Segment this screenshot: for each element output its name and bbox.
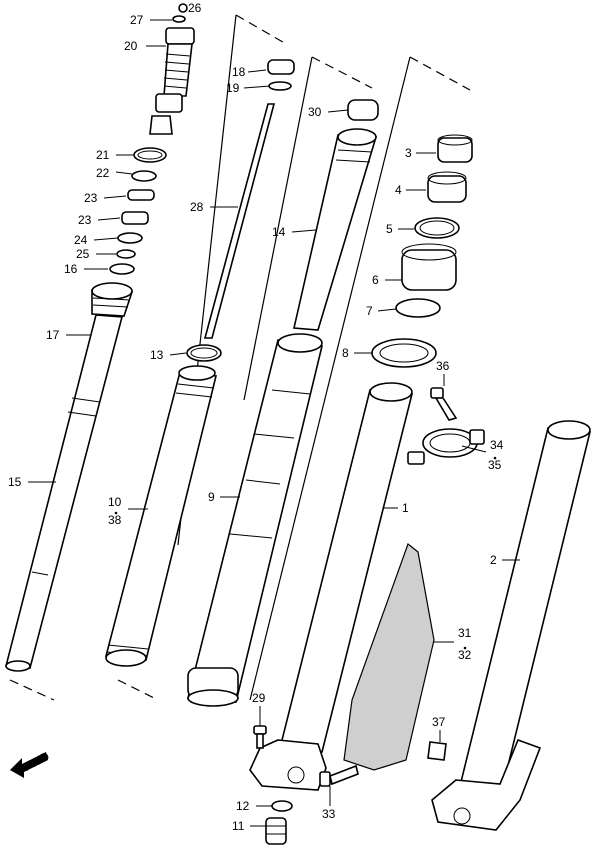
callout-4: 4 (395, 183, 402, 197)
callout-1: 1 (402, 501, 409, 515)
part-7-clip (395, 298, 441, 318)
callout-34: 34 (490, 438, 504, 452)
part-29-bolt (253, 725, 267, 749)
part-33-bolt (319, 764, 359, 787)
callout-22: 22 (96, 166, 110, 180)
part-18-collar (267, 59, 295, 75)
part-30-cap (347, 99, 379, 121)
part-17-cylinder-head (91, 282, 134, 317)
part-3-bushing (437, 134, 473, 163)
part-15-cartridge (4, 314, 124, 672)
callout-20: 20 (124, 39, 138, 53)
callout-5: 5 (386, 222, 393, 236)
part-20-cap-bolt (149, 27, 195, 135)
part-21-ring (133, 147, 167, 163)
callout-26: 26 (188, 1, 202, 15)
callout-16: 16 (64, 262, 78, 276)
part-22-ring (131, 170, 157, 182)
callout-28: 28 (190, 200, 204, 214)
group-frames (9, 14, 471, 701)
callout-24: 24 (74, 233, 88, 247)
callout-23b: 23 (78, 213, 92, 227)
part-14-guide (293, 128, 378, 331)
callout-33: 33 (322, 807, 336, 821)
callout-8: 8 (342, 346, 349, 360)
part-24-ring (117, 232, 143, 244)
callout-14: 14 (272, 225, 286, 239)
part-25-oring (116, 249, 136, 259)
callout-31: 31 (458, 626, 472, 640)
part-5-washer (414, 217, 460, 239)
part-23-bushing-b (121, 211, 149, 225)
callout-13: 13 (150, 348, 164, 362)
part-28-rod (203, 103, 276, 339)
callout-2: 2 (490, 553, 497, 567)
callout-separators (114, 456, 497, 650)
part-34-clamp (407, 428, 485, 465)
callout-30: 30 (308, 105, 322, 119)
leader-lines (28, 19, 520, 827)
callout-36: 36 (436, 359, 450, 373)
callout-18: 18 (232, 65, 246, 79)
part-9-inner-tube (186, 333, 323, 707)
part-36-bolt (430, 387, 458, 421)
part-8-dust-seal (371, 338, 437, 368)
callout-3: 3 (405, 146, 412, 160)
callout-7: 7 (366, 304, 373, 318)
callout-29: 29 (252, 691, 266, 705)
callout-15: 15 (8, 475, 22, 489)
fwd-arrow-icon: FWD (10, 749, 52, 778)
part-11-drain-bolt (265, 817, 287, 845)
callout-32: 32 (458, 648, 472, 662)
callout-25: 25 (76, 247, 90, 261)
callout-6: 6 (372, 273, 379, 287)
part-16-ring (109, 263, 135, 275)
part-26-screw (178, 3, 188, 13)
callout-23a: 23 (84, 191, 98, 205)
part-2-outer-tube (431, 420, 591, 831)
part-13-ring (186, 344, 222, 362)
callout-38: 38 (108, 513, 122, 527)
callout-21: 21 (96, 148, 110, 162)
part-37-bracket (427, 741, 447, 761)
callout-19: 19 (226, 81, 240, 95)
part-12-gasket (271, 800, 293, 812)
callout-17: 17 (46, 328, 60, 342)
callout-9: 9 (208, 490, 215, 504)
part-1-outer-tube (249, 382, 414, 791)
callout-10: 10 (108, 495, 122, 509)
part-31-guard (343, 543, 435, 771)
part-6-oil-seal (401, 243, 457, 291)
part-4-bushing (427, 171, 467, 203)
callout-37: 37 (432, 715, 446, 729)
part-27-washer (172, 15, 186, 23)
fwd-badge-text: FWD (21, 749, 52, 774)
part-23-bushing-a (127, 189, 155, 201)
callout-12: 12 (236, 799, 250, 813)
callout-labels: 27 26 20 18 19 30 3 21 22 4 23 28 23 14 … (8, 1, 504, 833)
callout-11: 11 (232, 819, 245, 833)
part-10-spring (104, 365, 217, 667)
callout-27: 27 (130, 13, 144, 27)
callout-35: 35 (488, 458, 502, 472)
part-19-ring (268, 81, 292, 91)
